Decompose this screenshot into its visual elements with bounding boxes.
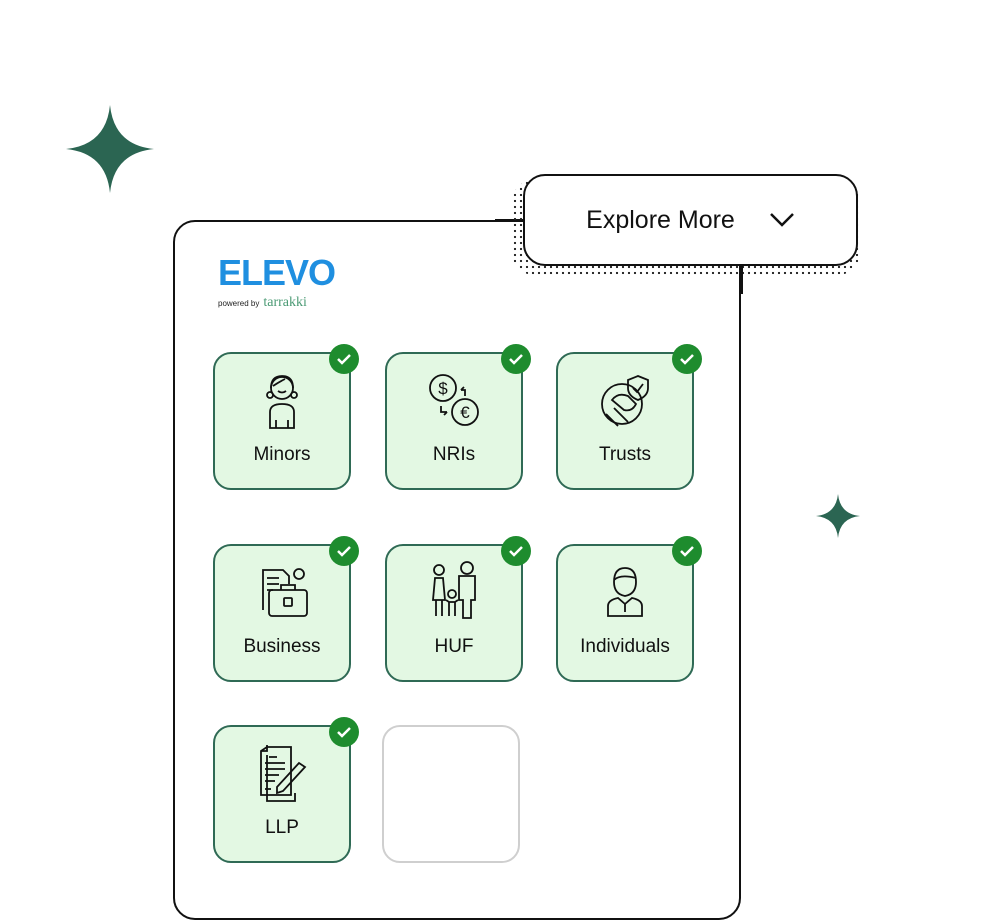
tile-business[interactable]: Business	[213, 536, 359, 682]
currency-exchange-icon: $ €	[429, 374, 479, 426]
check-icon	[329, 344, 359, 374]
svg-text:$: $	[438, 379, 448, 398]
tile-minors[interactable]: Minors	[213, 344, 359, 490]
tile-llp[interactable]: LLP	[213, 717, 359, 863]
tile-nris[interactable]: $ € NRIs	[385, 344, 531, 490]
sparkle-large-icon	[66, 105, 154, 193]
briefcase-document-icon	[262, 568, 308, 617]
tile-individuals[interactable]: Individuals	[556, 536, 702, 682]
powered-by-text: powered by	[218, 299, 260, 308]
connector-line	[495, 219, 525, 221]
tile-label: Trusts	[598, 444, 652, 465]
svg-text:€: €	[460, 403, 470, 422]
explore-more-label: Explore More	[586, 205, 735, 234]
handshake-shield-icon	[601, 375, 649, 427]
person-icon	[607, 567, 643, 617]
check-icon	[329, 717, 359, 747]
tile-label: NRIs	[432, 444, 476, 465]
check-icon	[501, 536, 531, 566]
connector-line-vertical	[741, 264, 743, 294]
tile-label: Minors	[253, 444, 311, 465]
tile-label: Individuals	[580, 636, 670, 657]
check-icon	[672, 344, 702, 374]
tile-label: HUF	[434, 636, 474, 657]
tile-huf[interactable]: HUF	[385, 536, 531, 682]
tile-label: Business	[243, 636, 321, 657]
check-icon	[501, 344, 531, 374]
logo-text: ELEVO	[218, 252, 336, 293]
tile-trusts[interactable]: Trusts	[556, 344, 702, 490]
chevron-down-icon	[769, 213, 794, 227]
tile-empty-placeholder	[382, 725, 520, 863]
explore-more-button[interactable]: Explore More	[523, 174, 858, 266]
girl-icon	[266, 375, 298, 429]
sparkle-small-icon	[816, 494, 860, 538]
partner-name: tarrakki	[263, 295, 307, 310]
tile-label: LLP	[265, 817, 299, 838]
family-icon	[432, 561, 476, 619]
check-icon	[329, 536, 359, 566]
check-icon	[672, 536, 702, 566]
contract-pen-icon	[260, 745, 307, 802]
